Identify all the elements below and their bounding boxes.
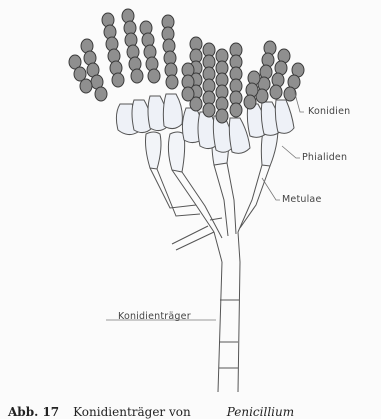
label-konidien: Konidien <box>308 106 350 117</box>
figure-caption: Abb. 17 Konidienträger von Penicillium <box>8 405 294 419</box>
conidiophore-stalk <box>150 163 270 392</box>
caption-genus: Penicillium <box>227 405 294 419</box>
caption-number: Abb. 17 <box>8 405 59 419</box>
label-metulae: Metulae <box>282 194 322 205</box>
caption-text: Konidienträger von <box>73 405 191 419</box>
label-konidientraeger: Konidienträger <box>118 311 191 322</box>
label-phialiden: Phialiden <box>302 152 347 163</box>
